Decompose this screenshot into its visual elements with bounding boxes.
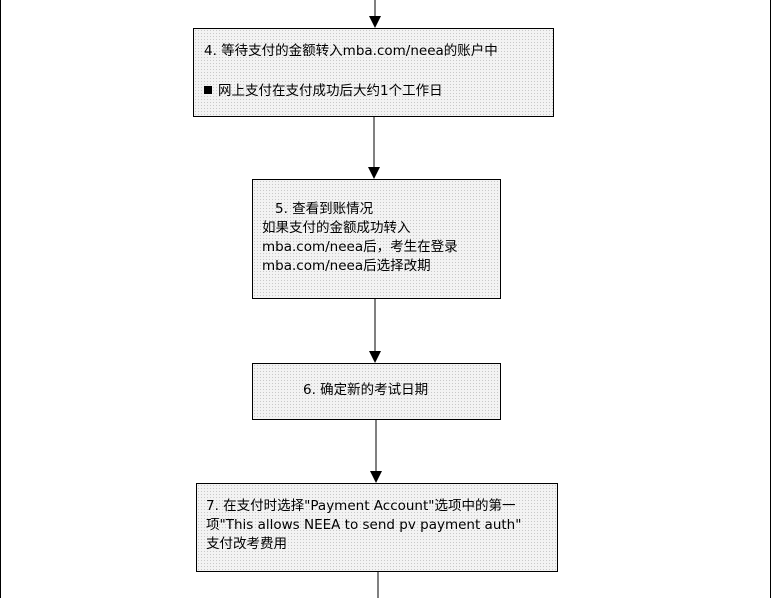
- step7-text-line1: 7. 在支付时选择"Payment Account"选项中的第一: [206, 498, 516, 514]
- step4-note: 网上支付在支付成功后大约1个工作日: [204, 83, 443, 100]
- step4-box: 4. 等待支付的金额转入mba.com/neea的账户中 网上支付在支付成功后大…: [193, 28, 554, 117]
- arrow-into-step4: [369, 0, 381, 28]
- step5-title: 5. 查看到账情况: [275, 201, 374, 217]
- step7-box: 7. 在支付时选择"Payment Account"选项中的第一 项"This …: [196, 483, 558, 572]
- arrow-step5-to-step6: [369, 299, 381, 363]
- step5-text-line3: mba.com/neea后选择改期: [262, 258, 431, 274]
- step7-text-line2: 项"This allows NEEA to send pv payment au…: [206, 517, 522, 533]
- arrow-step4-to-step5: [368, 117, 380, 179]
- step5-box: 5. 查看到账情况 如果支付的金额成功转入 mba.com/neea后，考生在登…: [252, 179, 501, 299]
- step4-title: 4. 等待支付的金额转入mba.com/neea的账户中: [204, 43, 498, 59]
- step6-title: 6. 确定新的考试日期: [303, 382, 429, 398]
- square-bullet-icon: [204, 86, 212, 94]
- step7-text-line3: 支付改考费用: [206, 536, 287, 552]
- step4-note-text: 网上支付在支付成功后大约1个工作日: [218, 83, 443, 99]
- step5-text-line2: mba.com/neea后，考生在登录: [262, 239, 458, 255]
- step6-box: 6. 确定新的考试日期: [252, 363, 501, 420]
- arrow-step6-to-step7: [370, 420, 382, 483]
- step5-text-line1: 如果支付的金额成功转入: [262, 220, 411, 236]
